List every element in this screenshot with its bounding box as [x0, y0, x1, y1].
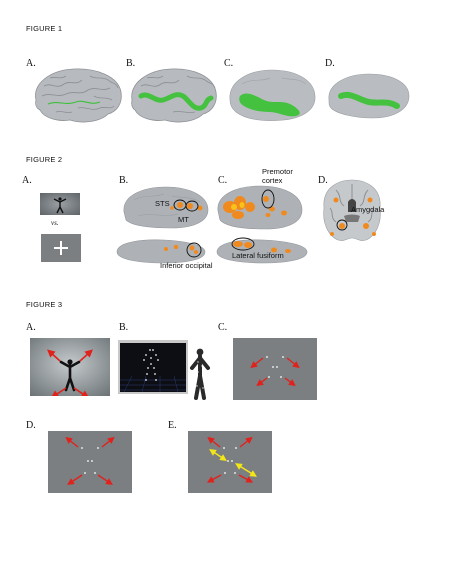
point-light-stimulus-c — [233, 338, 317, 400]
point-light-stimulus-d — [48, 431, 132, 493]
versus-label: vs. — [51, 219, 59, 227]
figure-3-panel-a-label: A. — [26, 322, 36, 333]
brain-folded-image — [35, 68, 122, 123]
premotor-cortex-label: Premotor cortex — [262, 167, 293, 185]
figure-2-panel-d-label: D. — [318, 175, 328, 186]
figure-1-panel-a-label: A. — [26, 58, 36, 69]
lateral-fusiform-label: Lateral fusiform — [232, 251, 284, 260]
figure-3-panel-c-label: C. — [218, 322, 228, 333]
figure-3-panel-b-label: B. — [119, 322, 129, 333]
figure-1-panel-d-label: D. — [325, 58, 335, 69]
mt-label: MT — [178, 215, 189, 224]
body-stimulus-image — [40, 193, 80, 215]
brain-folded-green-image — [131, 68, 217, 123]
brain-inflated-image — [229, 69, 316, 122]
figure-3-panel-e-label: E. — [168, 420, 177, 431]
amygdala-label: Amygdala — [351, 205, 385, 214]
figure-2-title: FIGURE 2 — [26, 155, 63, 164]
figure-3-panel-d-label: D. — [26, 420, 36, 431]
figure-1-panel-c-label: C. — [224, 58, 234, 69]
motion-capture-image — [118, 340, 210, 400]
brain-lateral-sts-mt — [123, 186, 209, 229]
inferior-occipital-label: Inferior occipital — [160, 261, 213, 270]
brain-very-inflated-image — [328, 73, 410, 119]
figure-1-title: FIGURE 1 — [26, 24, 63, 33]
figure-1-panel-b-label: B. — [126, 58, 136, 69]
brain-ventral-lateral-fusiform — [216, 237, 308, 264]
fixation-stimulus — [41, 234, 81, 262]
point-light-stimulus-e — [188, 431, 272, 493]
actor-photo-image — [30, 338, 110, 396]
brain-coronal-amygdala — [323, 179, 381, 241]
figure-3-title: FIGURE 3 — [26, 300, 63, 309]
figure-2-panel-c-label: C. — [218, 175, 228, 186]
plus-icon — [54, 241, 68, 255]
brain-ventral-inferior-occipital — [116, 239, 206, 264]
brain-lateral-premotor — [217, 185, 303, 230]
figure-2-panel-a-label: A. — [22, 175, 32, 186]
figure-2-panel-b-label: B. — [119, 175, 129, 186]
sts-label: STS — [155, 199, 170, 208]
